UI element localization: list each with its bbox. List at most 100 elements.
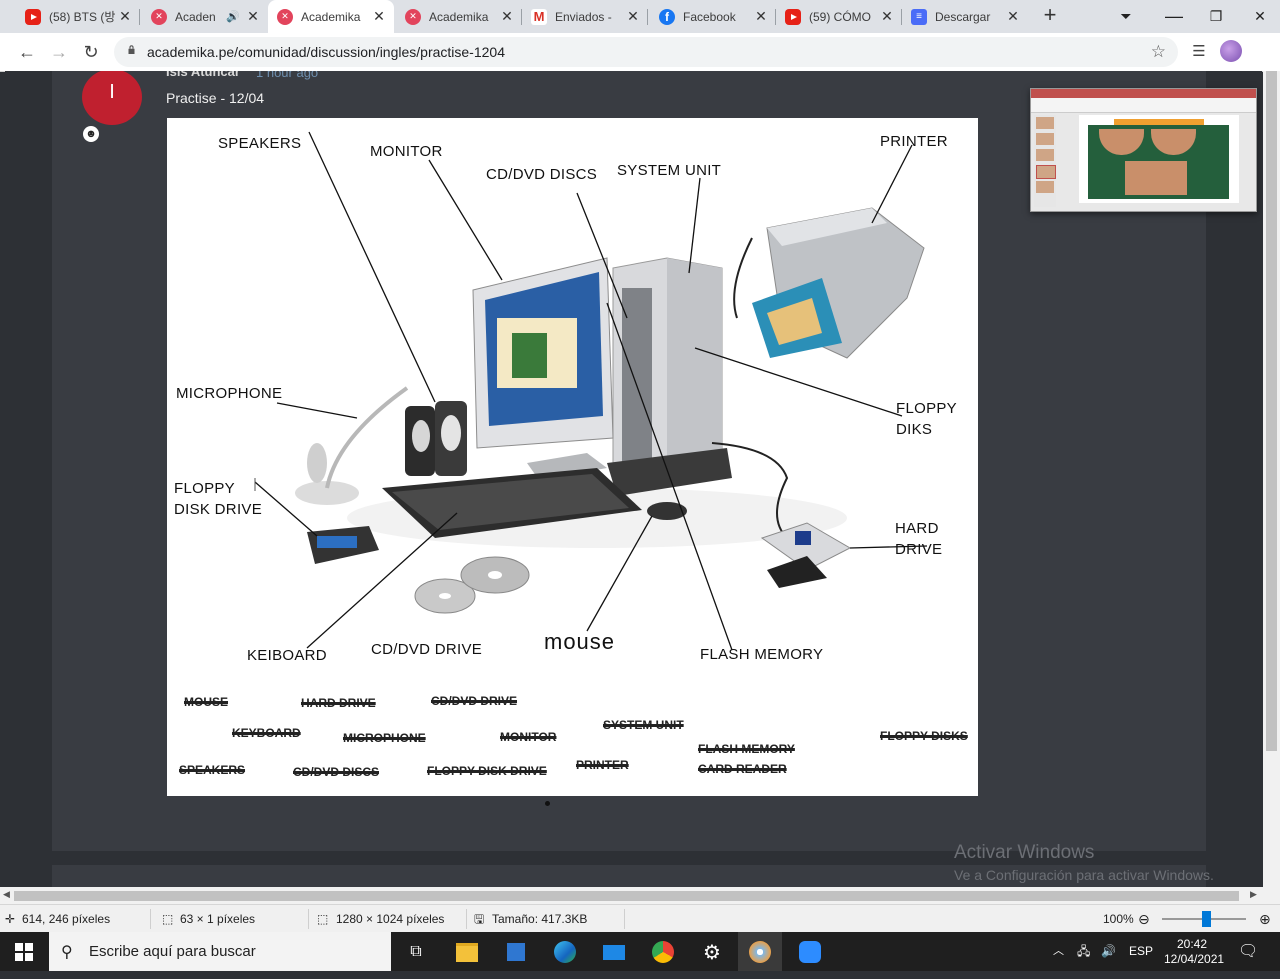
minimize-icon[interactable]: — [1165, 6, 1183, 26]
tab-facebook[interactable]: f Facebook ✕ [650, 0, 776, 33]
zoom-in-icon[interactable]: ⊕ [1259, 911, 1271, 927]
label-mouse: mouse [544, 629, 616, 654]
zoom-level: 100% [1103, 912, 1134, 926]
search-icon: ⚲ [61, 944, 73, 961]
notifications-icon[interactable]: 🗨 [1238, 943, 1259, 960]
input-language[interactable]: ESP [1129, 944, 1154, 958]
tab-gmail[interactable]: M Enviados - ✕ [522, 0, 648, 33]
clock-time[interactable]: 20:42 [1177, 937, 1208, 951]
tab-title: Enviados - [555, 9, 612, 24]
taskbar-search-box[interactable]: ⚲ Escribe aquí para buscar [49, 932, 391, 971]
task-view-icon[interactable]: ⧉ [410, 943, 422, 960]
settings-gear-icon[interactable]: ⚙ [703, 941, 721, 964]
dimensions-icon: ⬚ [317, 912, 329, 926]
tab-academika-active[interactable]: ✕ Academika ✕ [268, 0, 394, 33]
computer-parts-image[interactable]: SPEAKERS MONITOR CD/DVD DISCS SYSTEM UNI… [167, 118, 978, 796]
youtube-icon [25, 8, 41, 25]
close-tab-icon[interactable]: ✕ [881, 8, 893, 24]
gmail-icon: M [531, 8, 547, 25]
mail-icon[interactable] [600, 938, 628, 966]
zoom-out-icon[interactable]: ⊖ [1138, 911, 1150, 927]
tab-title: Academika [429, 9, 489, 24]
author-avatar[interactable]: I [82, 71, 142, 125]
word-bank-item: CARD READER [698, 762, 787, 776]
post-title: Practise - 12/04 [166, 90, 265, 106]
image-dimensions: 1280 × 1024 píxeles [336, 912, 445, 926]
scroll-left-icon[interactable]: ◀ [3, 889, 10, 899]
file-explorer-icon[interactable] [453, 938, 481, 966]
reload-button[interactable]: ↻ [83, 42, 99, 62]
network-icon[interactable]: 🖧 [1077, 944, 1091, 958]
horizontal-scroll-thumb[interactable] [14, 891, 1239, 901]
close-tab-icon[interactable]: ✕ [119, 8, 131, 24]
close-tab-icon[interactable]: ✕ [755, 8, 767, 24]
close-tab-icon[interactable]: ✕ [247, 8, 259, 24]
academika-icon: ✕ [277, 8, 293, 25]
bookmark-star-icon[interactable]: ☆ [1150, 42, 1166, 61]
scroll-right-icon[interactable]: ▶ [1250, 889, 1257, 899]
label-floppy-disk-drive-2: DISK DRIVE [174, 501, 263, 518]
word-bank-item: FLASH MEMORY [698, 742, 795, 756]
word-bank-item: KEYBOARD [232, 726, 301, 740]
label-printer: PRINTER [880, 133, 948, 150]
word-bank-item: SPEAKERS [179, 763, 246, 777]
clock-date[interactable]: 12/04/2021 [1164, 952, 1225, 966]
windows-start-icon[interactable] [10, 938, 38, 966]
paint-icon[interactable] [738, 932, 782, 971]
tab-academika-audio[interactable]: ✕ Acaden 🔊 ✕ [142, 0, 268, 33]
facebook-icon: f [659, 8, 675, 25]
reading-list-icon[interactable]: ☰ [1192, 43, 1206, 60]
presentation-thumbnail[interactable] [1030, 88, 1257, 212]
label-floppy-disk-drive-1: FLOPPY [174, 480, 235, 497]
store-icon[interactable] [502, 938, 530, 966]
academika-icon: ✕ [151, 8, 167, 25]
close-tab-icon[interactable]: ✕ [501, 8, 513, 24]
profile-avatar[interactable] [1220, 40, 1242, 62]
tab-descargar[interactable]: ≡ Descargar ✕ [902, 0, 1028, 33]
chrome-icon[interactable] [649, 938, 677, 966]
address-bar[interactable]: academika.pe/comunidad/discussion/ingles… [114, 37, 1178, 67]
close-window-icon[interactable]: ✕ [1254, 8, 1266, 24]
word-bank-item: CD/DVD DISCS [293, 765, 380, 779]
close-tab-icon[interactable]: ✕ [373, 8, 385, 24]
post-author[interactable]: Isis Atuncar [166, 71, 240, 79]
zoom-app-icon[interactable] [796, 938, 824, 966]
close-tab-icon[interactable]: ✕ [1007, 8, 1019, 24]
browser-tab-strip: (58) BTS (방 ✕ ✕ Acaden 🔊 ✕ ✕ Academika ✕… [0, 0, 1280, 33]
tray-chevron-icon[interactable]: ︿ [1053, 945, 1064, 957]
back-button[interactable]: ← [18, 42, 36, 62]
scrollbar-thumb[interactable] [1266, 71, 1277, 751]
restore-icon[interactable]: ❐ [1209, 8, 1223, 24]
volume-icon[interactable]: 🔊 [1101, 944, 1116, 958]
tab-como[interactable]: (59) CÓMO ✕ [776, 0, 902, 33]
cursor-icon: ✛ [5, 912, 16, 926]
new-tab-button[interactable]: + [1043, 2, 1057, 27]
user-badge-icon: ☻ [83, 126, 99, 142]
tab-bts[interactable]: (58) BTS (방 ✕ [16, 0, 140, 33]
file-size: Tamaño: 417.3KB [492, 912, 588, 926]
disk-icon: 🖫 [474, 912, 485, 926]
word-bank-item: MICROPHONE [343, 731, 426, 745]
label-keiboard: KEIBOARD [247, 647, 327, 664]
zoom-slider-knob[interactable] [1202, 911, 1211, 927]
activate-windows-subtitle: Ve a Configuración para activar Windows. [954, 867, 1214, 883]
vertical-scrollbar[interactable] [1263, 71, 1280, 887]
windows-taskbar: ⚲ Escribe aquí para buscar ⧉ ⚙ ︿ 🖧 🔊 ESP… [0, 932, 1280, 971]
url-text: academika.pe/comunidad/discussion/ingles… [147, 44, 505, 60]
close-tab-icon[interactable]: ✕ [627, 8, 639, 24]
cursor-position: 614, 246 píxeles [22, 912, 111, 926]
label-cd-dvd-discs: CD/DVD DISCS [486, 166, 598, 183]
label-floppy-diks-1: FLOPPY [896, 400, 957, 417]
forward-button[interactable]: → [50, 42, 68, 62]
word-bank-item: CD/DVD DRIVE [431, 694, 518, 708]
browser-toolbar: ← → ↻ academika.pe/comunidad/discussion/… [0, 33, 1280, 72]
label-microphone: MICROPHONE [176, 385, 283, 402]
speaker-icon[interactable]: 🔊 [226, 11, 240, 23]
image-viewer-status-bar: ✛ 614, 246 píxeles ⬚ 63 × 1 píxeles ⬚ 12… [0, 904, 1280, 933]
word-bank-item: PRINTER [576, 758, 629, 772]
pagination-dot[interactable] [545, 801, 550, 806]
tab-academika-2[interactable]: ✕ Academika ✕ [396, 0, 522, 33]
tab-search-icon[interactable]: ⏷ [1120, 8, 1132, 24]
edge-icon[interactable] [551, 938, 579, 966]
horizontal-scrollbar[interactable]: ◀ ▶ [0, 887, 1280, 904]
